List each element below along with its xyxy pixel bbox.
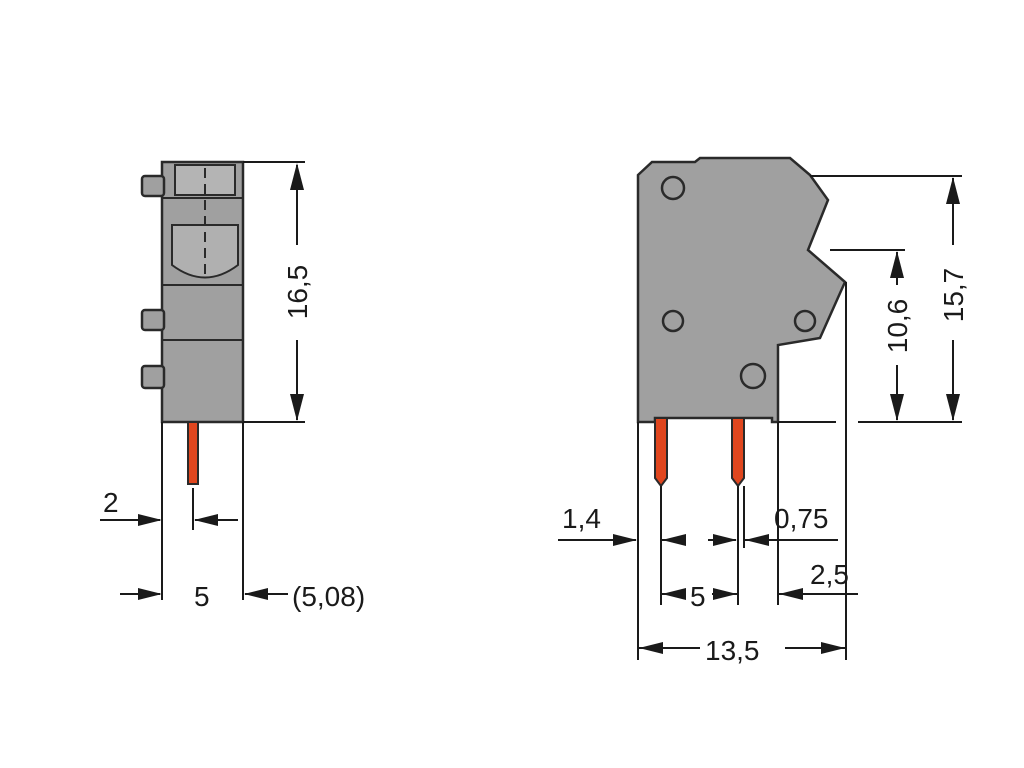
side-view-tab (140, 308, 166, 332)
side-view-tab (140, 174, 166, 198)
dim-front-rear-offset: 2,5 (810, 559, 849, 590)
dim-side-pitch-alt: (5,08) (292, 581, 365, 612)
dim-front-width: 13,5 (705, 635, 760, 666)
front-view-hole (660, 175, 686, 201)
dim-front-edge-offset: 1,4 (562, 503, 601, 534)
side-view-pin (187, 421, 199, 485)
side-view: 16,5 2 5 (5,08) (100, 160, 365, 612)
front-view-hole (739, 362, 767, 390)
side-view-housing (160, 160, 245, 424)
front-view-pin (654, 417, 668, 488)
side-view-tab (140, 364, 166, 390)
dim-side-height: 16,5 (282, 265, 313, 320)
front-view-pin (731, 417, 745, 488)
front-view-hole (661, 309, 685, 333)
dim-front-pitch: 5 (690, 581, 706, 612)
dim-front-height-total: 15,7 (938, 268, 969, 323)
dim-side-pitch: 5 (194, 581, 210, 612)
front-view: 15,7 10,6 1,4 0,75 2,5 5 13,5 (558, 156, 969, 666)
dim-front-pin-width: 0,75 (774, 503, 829, 534)
dim-front-height-upper: 10,6 (882, 299, 913, 354)
front-view-hole (793, 309, 817, 333)
dim-side-offset: 2 (103, 487, 119, 518)
